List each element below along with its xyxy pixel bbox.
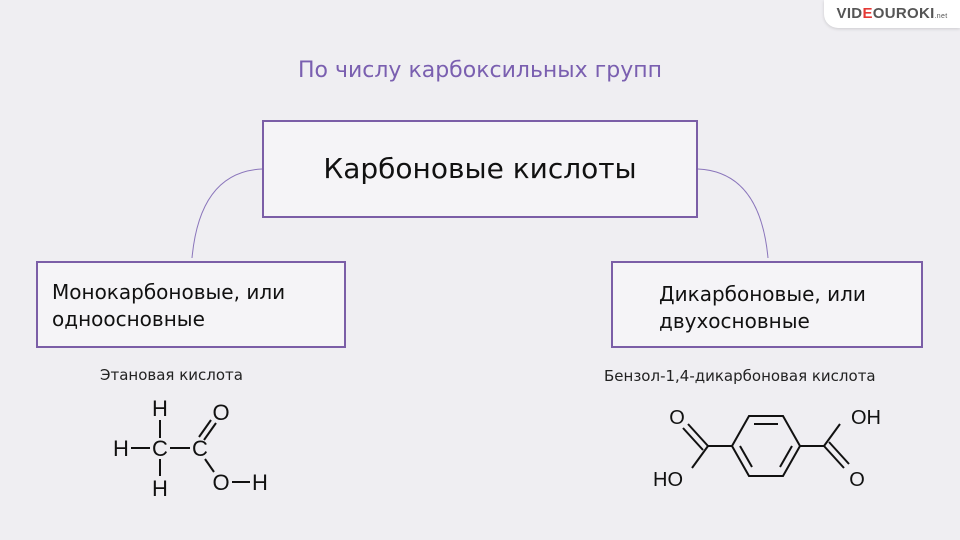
atom-c2: C bbox=[192, 436, 208, 461]
atom-oh-top-right: OH bbox=[851, 407, 881, 429]
atom-o-top-left: O bbox=[669, 407, 685, 429]
atom-c1: C bbox=[152, 436, 168, 461]
atom-h-left: H bbox=[113, 436, 129, 461]
right-box-label: Дикарбоновые, или двухосновные bbox=[659, 282, 866, 333]
dicarboxylic-box: Дикарбоновые, или двухосновные bbox=[611, 261, 923, 348]
atom-ho-bottom-left: HO bbox=[653, 469, 683, 491]
atom-o-bottom-right: O bbox=[849, 469, 865, 491]
atom-o-right: O bbox=[212, 470, 229, 495]
left-box-label: Монокарбоновые, или одноосновные bbox=[52, 280, 286, 331]
main-box-label: Карбоновые кислоты bbox=[323, 152, 637, 185]
atom-h-bottom: H bbox=[152, 476, 168, 501]
carboxylic-acids-box: Карбоновые кислоты bbox=[262, 120, 698, 218]
ethanoic-acid-caption: Этановая кислота bbox=[100, 366, 243, 384]
atom-h-top: H bbox=[152, 396, 168, 421]
atom-o-top: O bbox=[212, 400, 229, 425]
videouroki-logo: VIDEOUROKI.net bbox=[824, 0, 960, 28]
slide-subtitle: По числу карбоксильных групп bbox=[297, 58, 662, 83]
monocarboxylic-box: Монокарбоновые, или одноосновные bbox=[36, 261, 346, 348]
atom-h-right: H bbox=[252, 470, 268, 495]
terephthalic-acid-caption: Бензол-1,4-дикарбоновая кислота bbox=[604, 367, 876, 385]
